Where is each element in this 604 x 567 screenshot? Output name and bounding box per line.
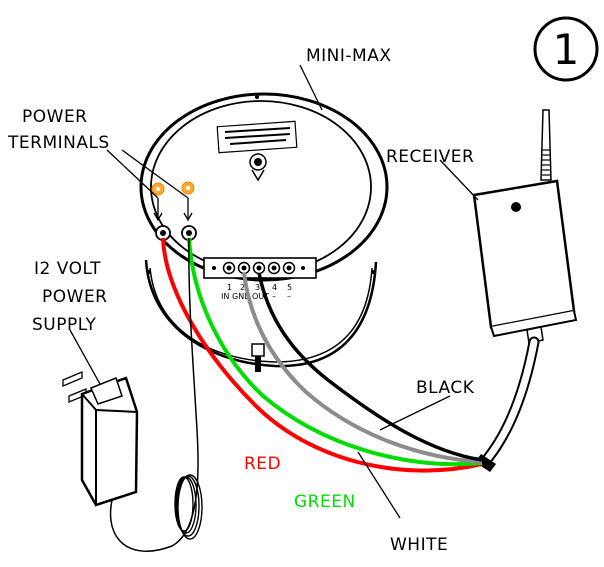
terminal-function-in: IN (221, 292, 229, 301)
label-supply-line1: I2 VOLT (34, 259, 101, 279)
center-knob (249, 153, 267, 182)
terminal-function-gnd: GND (232, 292, 250, 301)
terminal-function-5: – (287, 292, 291, 301)
red-wire (161, 237, 483, 473)
power-supply (62, 237, 203, 552)
terminal-post-left (155, 225, 171, 241)
label-black-wire: BLACK (416, 378, 475, 398)
power-terminals (151, 181, 197, 241)
step-badge: 1 (533, 16, 599, 82)
terminal-number-2: 2 (240, 283, 245, 292)
label-white-wire: WHITE (390, 535, 448, 555)
label-supply-line2: POWER (42, 287, 108, 307)
white-wire (242, 272, 483, 464)
label-red-wire: RED (244, 454, 281, 474)
receiver-indicator-led (511, 202, 521, 212)
receiver (472, 109, 578, 344)
terminal-post-right (181, 225, 197, 241)
mini-max-unit (139, 92, 389, 368)
label-power-terminals-line1: POWER (22, 107, 88, 127)
label-supply-line3: SUPPLY (32, 315, 96, 335)
cable-fitting (251, 343, 265, 372)
terminal-function-out: OUT (252, 292, 269, 301)
black-wire (257, 272, 483, 462)
terminal-number-3: 3 (255, 283, 260, 292)
terminal-number-5: 5 (287, 283, 292, 292)
green-wire (187, 237, 483, 467)
label-receiver: RECEIVER (386, 147, 474, 167)
label-green-wire: GREEN (294, 492, 356, 512)
label-mini-max: MINI-MAX (306, 46, 392, 66)
terminal-function-4: – (272, 292, 276, 301)
terminal-number-4: 4 (272, 283, 277, 292)
terminal-number-1: 1 (227, 283, 232, 292)
antenna (540, 109, 552, 181)
step-number: 1 (553, 25, 580, 74)
label-power-terminals-line2: TERMINALS (7, 133, 110, 153)
